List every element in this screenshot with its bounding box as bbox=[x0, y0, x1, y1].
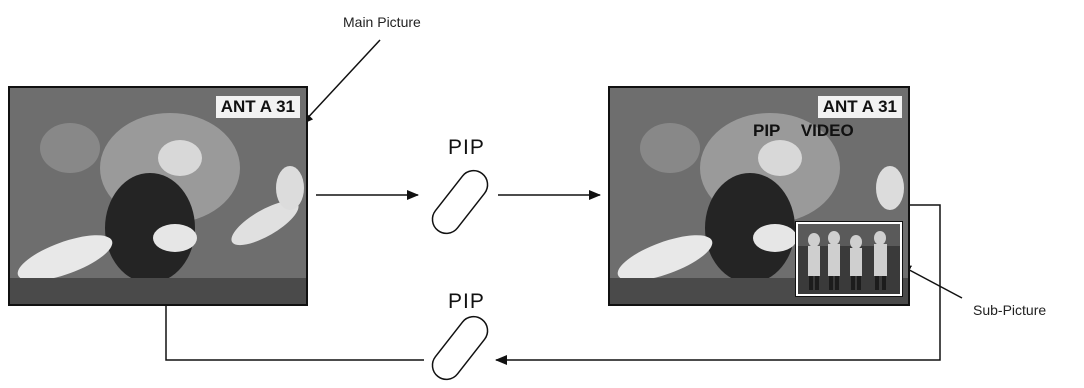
pip-button-bottom[interactable] bbox=[427, 311, 493, 385]
main-picture-label: Main Picture bbox=[343, 14, 421, 30]
return-loop-line bbox=[495, 204, 941, 365]
sub-picture-image bbox=[798, 224, 900, 294]
pip-label-bottom: PIP bbox=[448, 290, 485, 313]
pip-status-osd: PIP VIDEO bbox=[748, 120, 859, 142]
channel-osd: ANT A 31 bbox=[215, 96, 300, 118]
channel-osd: ANT A 31 bbox=[817, 96, 902, 118]
arrow-to-left-screen bbox=[161, 281, 424, 361]
pip-label-top: PIP bbox=[448, 136, 485, 159]
tv-screen-main: ANT A 31 bbox=[8, 86, 308, 306]
tv-screen-pip: ANT A 31 PIP VIDEO bbox=[608, 86, 910, 306]
sub-picture-label: Sub-Picture bbox=[973, 302, 1047, 318]
sub-picture-pointer bbox=[899, 264, 963, 299]
pip-status-label: PIP bbox=[753, 121, 781, 140]
pip-button-top[interactable] bbox=[427, 165, 493, 239]
sub-picture-window bbox=[795, 221, 903, 297]
pip-source-label: VIDEO bbox=[800, 121, 854, 140]
main-picture-pointer bbox=[301, 39, 381, 125]
main-picture-image bbox=[10, 88, 306, 304]
